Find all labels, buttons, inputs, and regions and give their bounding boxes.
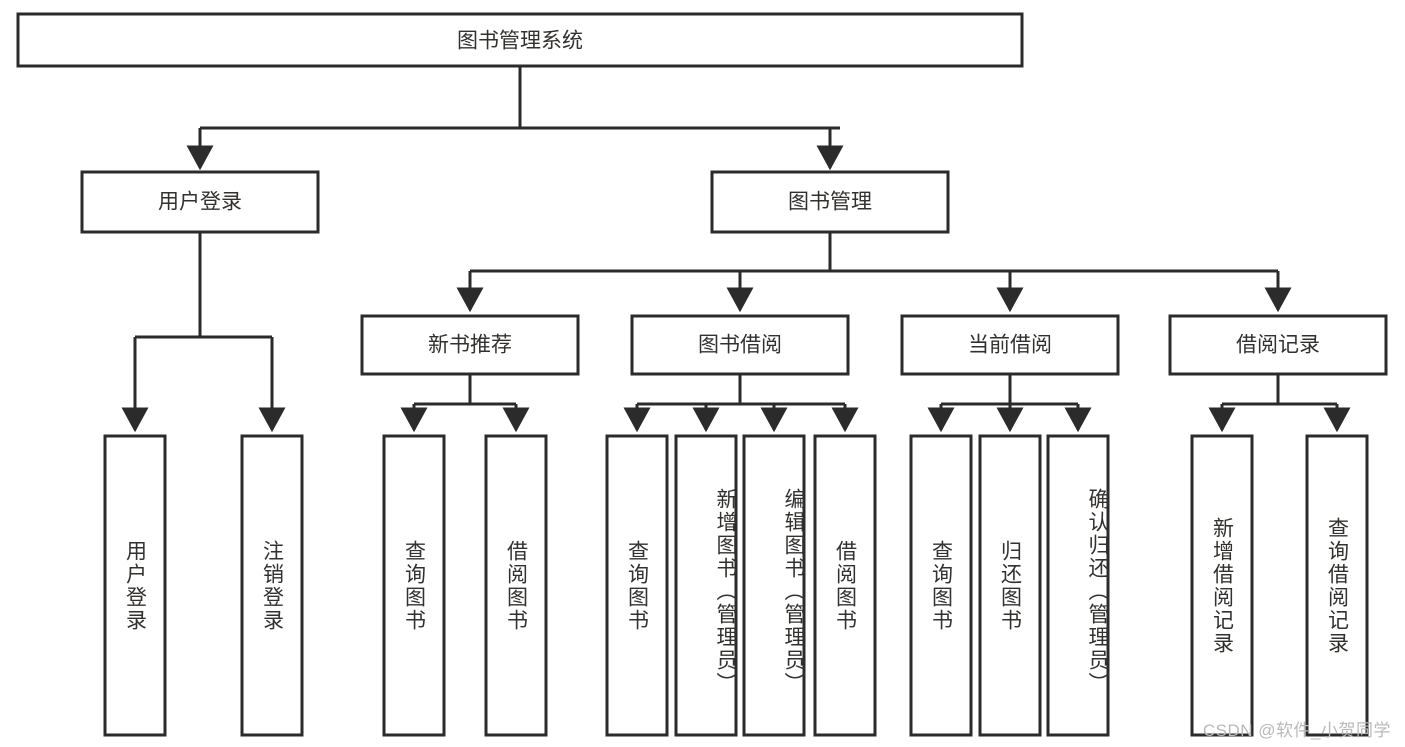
node-new-book-recommend[interactable]: 新书推荐	[360, 314, 580, 376]
leaf-box-book-borrow-3[interactable]	[813, 434, 877, 737]
node-book-manage[interactable]: 图书管理	[710, 170, 950, 234]
node-root[interactable]: 图书管理系统	[16, 12, 1024, 68]
connector-group-new-book	[400, 374, 530, 433]
node-borrow-record-label: 借阅记录	[1236, 334, 1320, 357]
leaf-box-book-borrow-2[interactable]	[742, 434, 806, 737]
node-book-borrow[interactable]: 图书借阅	[630, 314, 850, 376]
node-book-borrow-box[interactable]	[630, 314, 850, 376]
node-current-borrow-box[interactable]	[900, 314, 1120, 376]
leaf-box-new-book-0[interactable]	[382, 434, 446, 737]
connector-group-book-manage	[456, 232, 1292, 313]
node-book-borrow-label: 图书借阅	[698, 334, 782, 357]
node-book-manage-box[interactable]	[710, 170, 950, 234]
connector-group-borrow-record	[1208, 374, 1351, 433]
node-new-book-recommend-box[interactable]	[360, 314, 580, 376]
leaf-box-current-borrow-2[interactable]	[1046, 434, 1110, 737]
leaf-group-current-borrow	[909, 434, 1110, 737]
leaf-group-new-book-recommend	[382, 434, 548, 737]
node-root-box[interactable]	[16, 12, 1024, 68]
leaf-box-book-borrow-0[interactable]	[605, 434, 669, 737]
leaf-group-book-borrow	[605, 434, 877, 737]
leaf-box-new-book-1[interactable]	[484, 434, 548, 737]
leaf-box-current-borrow-1[interactable]	[978, 434, 1042, 737]
watermark-text: CSDN @软件_小贺同学	[1202, 721, 1391, 740]
node-new-book-recommend-label: 新书推荐	[428, 334, 512, 357]
node-user-login[interactable]: 用户登录	[80, 170, 320, 234]
connector-group-book-borrow	[623, 374, 859, 433]
leaf-group-user-login	[103, 434, 304, 737]
node-current-borrow[interactable]: 当前借阅	[900, 314, 1120, 376]
node-user-login-label: 用户登录	[158, 191, 242, 214]
node-current-borrow-label: 当前借阅	[968, 334, 1052, 357]
leaf-box-current-borrow-0[interactable]	[909, 434, 973, 737]
node-root-label: 图书管理系统	[457, 30, 583, 53]
leaf-box-borrow-record-1[interactable]	[1305, 434, 1369, 737]
leaf-box-book-borrow-1[interactable]	[674, 434, 738, 737]
leaf-box-borrow-record-0[interactable]	[1190, 434, 1254, 737]
leaf-box-user-login-0[interactable]	[103, 434, 167, 737]
connector-group-root	[186, 67, 844, 171]
leaf-box-user-login-1[interactable]	[240, 434, 304, 737]
connector-group-user-login	[121, 232, 286, 433]
leaf-group-borrow-record	[1190, 434, 1369, 737]
node-borrow-record-box[interactable]	[1168, 314, 1388, 376]
node-borrow-record[interactable]: 借阅记录	[1168, 314, 1388, 376]
node-book-manage-label: 图书管理	[788, 191, 872, 214]
connector-group-current-borrow	[927, 374, 1092, 433]
node-user-login-box[interactable]	[80, 170, 320, 234]
